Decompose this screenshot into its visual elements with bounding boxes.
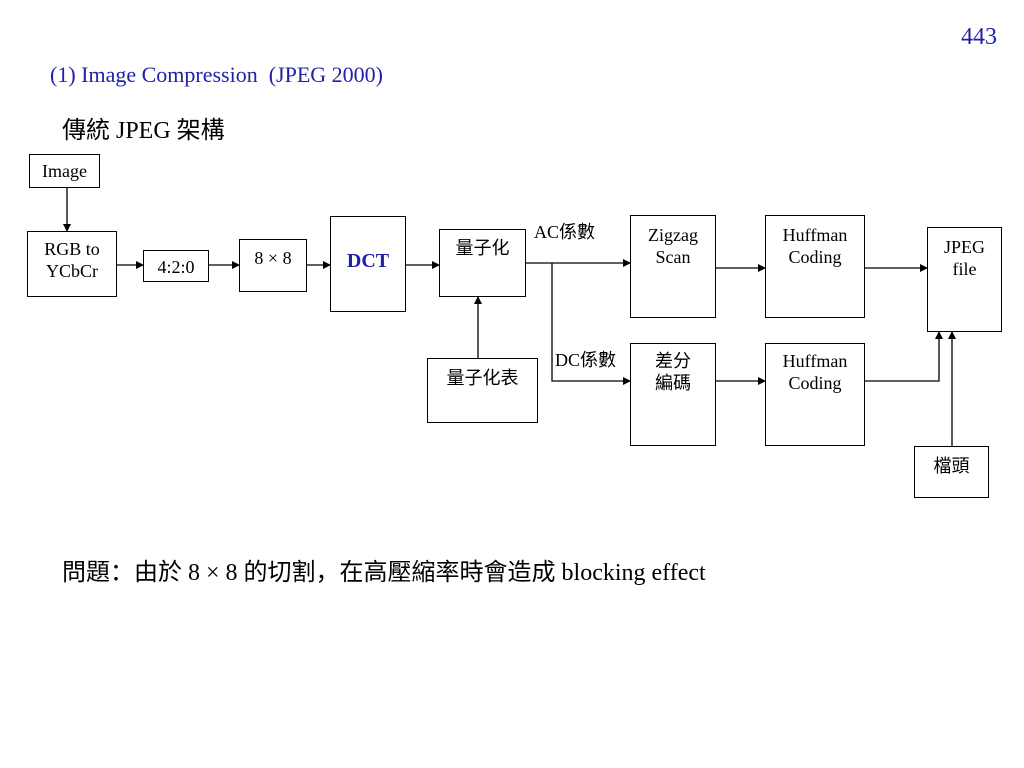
node-huffman-dc: Huffman Coding bbox=[765, 343, 865, 446]
edge-label-dc: DC係數 bbox=[555, 350, 617, 370]
node-quant-table-label: 量子化表 bbox=[446, 368, 519, 388]
node-file-header-label: 檔頭 bbox=[933, 456, 970, 476]
node-huffman-ac-line-1: Huffman bbox=[782, 225, 848, 245]
node-file-header: 檔頭 bbox=[914, 446, 989, 498]
node-diff-coding: 差分 編碼 bbox=[630, 343, 716, 446]
node-subsample: 4:2:0 bbox=[143, 250, 209, 282]
node-quant-table: 量子化表 bbox=[427, 358, 538, 423]
node-jpeg-line-2: file bbox=[952, 259, 977, 279]
node-jpeg-file: JPEG file bbox=[927, 227, 1002, 332]
node-jpeg-line-1: JPEG bbox=[943, 237, 985, 257]
node-block-label: 8 × 8 bbox=[254, 248, 292, 268]
node-huffman-ac-line-2: Coding bbox=[788, 247, 842, 267]
node-image: Image bbox=[29, 154, 100, 188]
arrow-huffman-dc-to-jpeg bbox=[865, 331, 943, 382]
node-dct: DCT bbox=[330, 216, 406, 312]
problem-note: 問題：由於 8 × 8 的切割，在高壓縮率時會造成 blocking effec… bbox=[62, 560, 706, 586]
page-number: 443 bbox=[961, 24, 997, 50]
node-quantize-label: 量子化 bbox=[455, 238, 510, 258]
node-rgb-to-ycbcr: RGB to YCbCr bbox=[27, 231, 117, 297]
arrow-quant-to-diff bbox=[551, 263, 631, 385]
node-huffman-dc-line-1: Huffman bbox=[782, 351, 848, 371]
node-huffman-ac: Huffman Coding bbox=[765, 215, 865, 318]
node-huffman-dc-line-2: Coding bbox=[788, 373, 842, 393]
node-subsample-label: 4:2:0 bbox=[157, 257, 195, 277]
node-image-label: Image bbox=[42, 161, 87, 181]
node-rgb-line-2: YCbCr bbox=[45, 261, 98, 281]
node-dct-label: DCT bbox=[346, 250, 390, 272]
diagram-heading: 傳統 JPEG 架構 bbox=[62, 118, 225, 144]
node-diff-line-1: 差分 bbox=[655, 351, 691, 371]
node-block-split: 8 × 8 bbox=[239, 239, 307, 292]
node-zigzag-scan: Zigzag Scan bbox=[630, 215, 716, 318]
slide-title: (1) Image Compression (JPEG 2000) bbox=[50, 62, 384, 87]
edge-label-ac: AC係數 bbox=[534, 222, 596, 242]
node-quantize: 量子化 bbox=[439, 229, 526, 297]
node-diff-line-2: 編碼 bbox=[655, 373, 691, 393]
node-zigzag-line-1: Zigzag bbox=[648, 225, 698, 245]
node-zigzag-line-2: Scan bbox=[655, 247, 691, 267]
node-rgb-line-1: RGB to bbox=[44, 239, 100, 259]
